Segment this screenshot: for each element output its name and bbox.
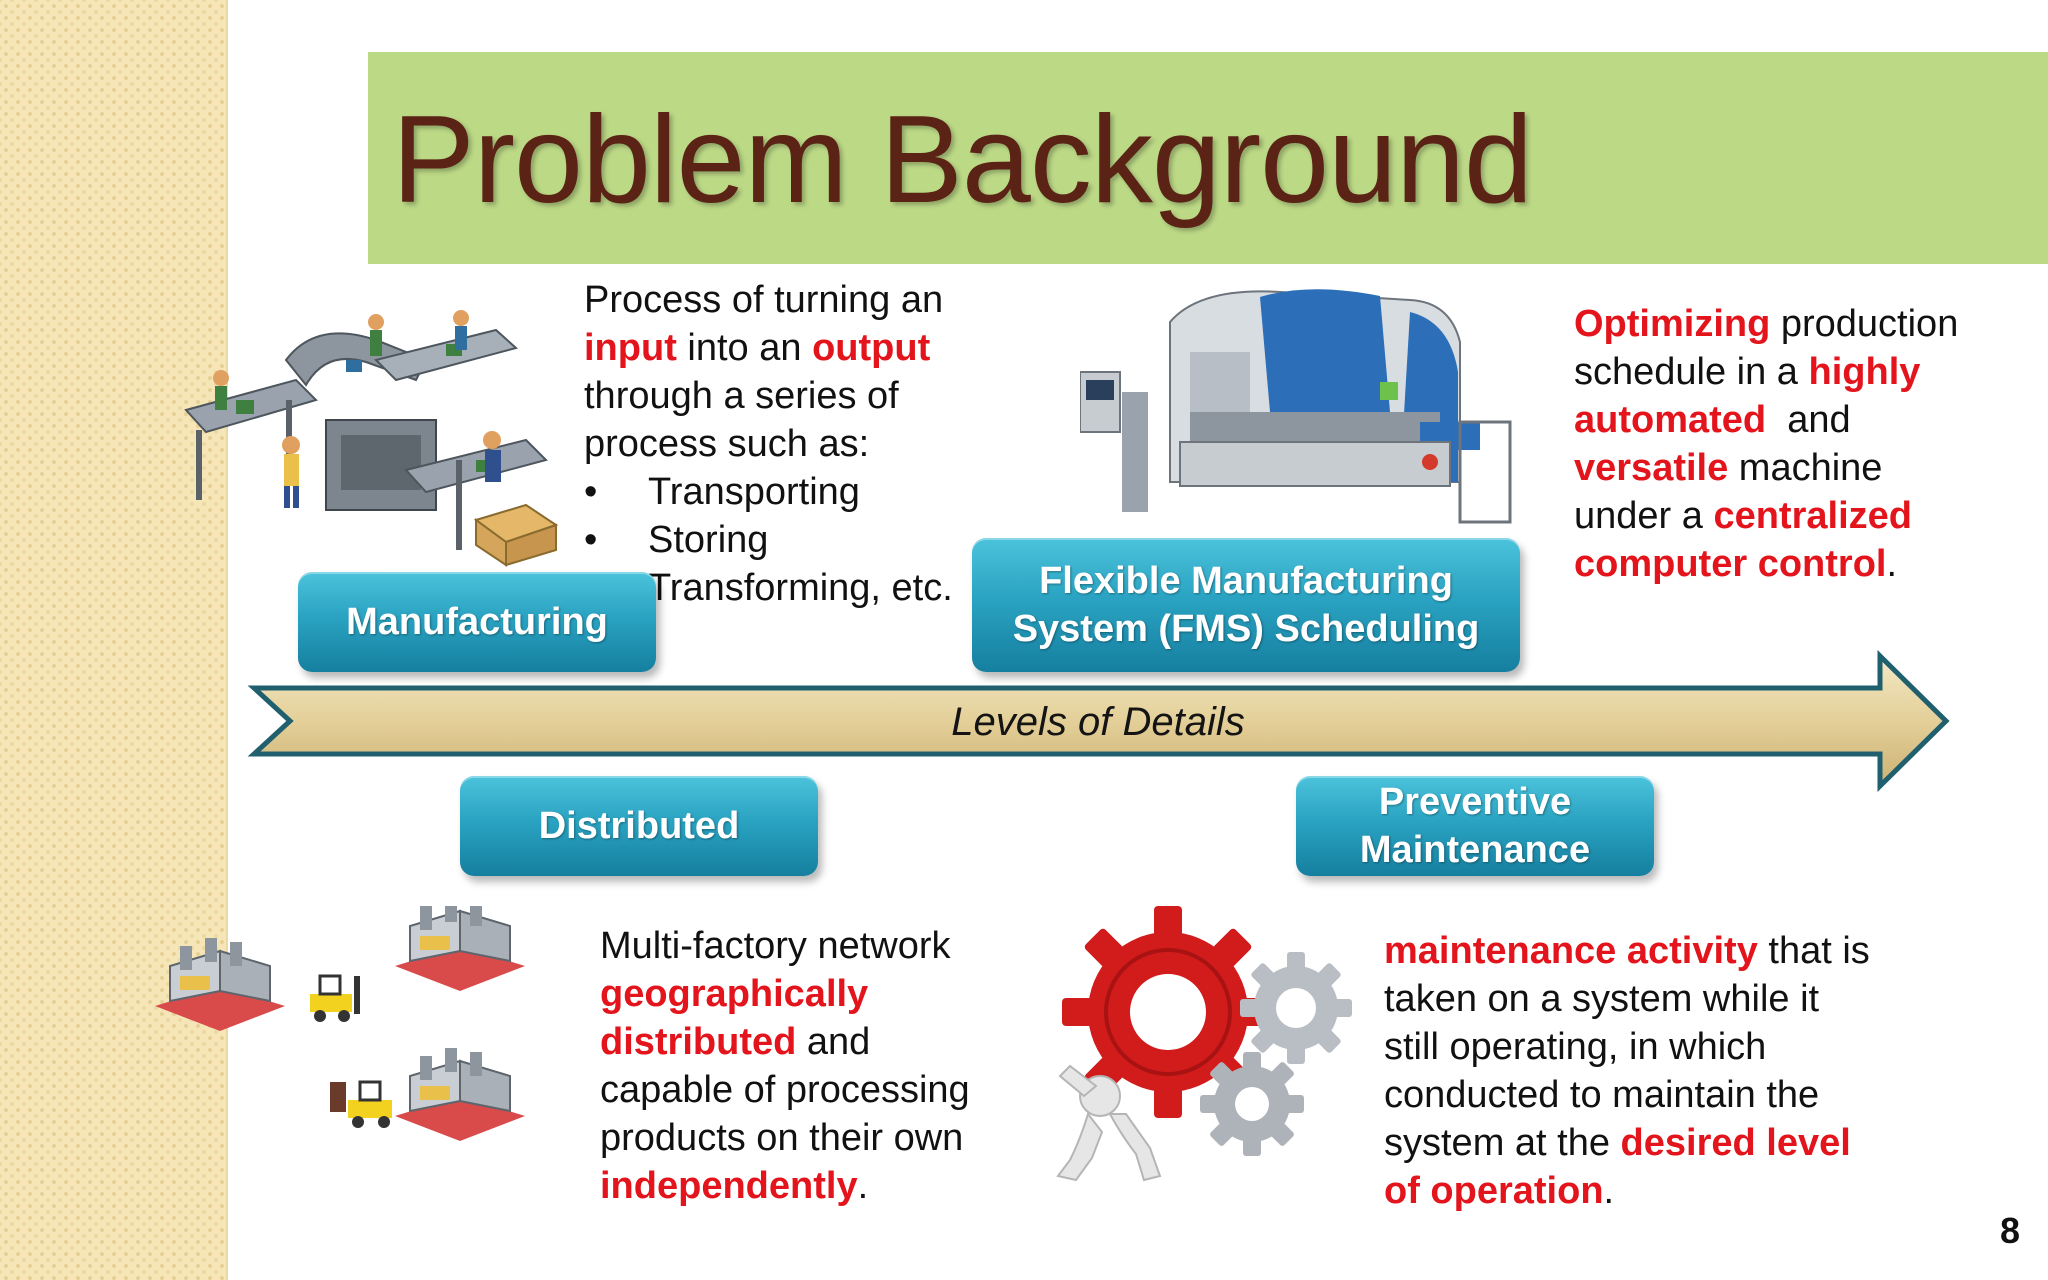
text-span: . — [1603, 1170, 1615, 1212]
text-span: . — [857, 1165, 869, 1207]
highlight-geographically: geographically — [600, 973, 869, 1015]
distributed-text-line: geographically — [600, 970, 1020, 1018]
gears-illustration — [1056, 906, 1352, 1182]
preventive-maintenance-label: Preventive Maintenance — [1296, 776, 1654, 876]
process-item: Storing — [584, 516, 984, 564]
distributed-text-line: capable of processing — [600, 1069, 970, 1111]
text-span: into an — [676, 327, 813, 369]
text-span: and — [796, 1021, 871, 1063]
fms-text-line: schedule in a highly — [1574, 348, 2014, 396]
highlight-computer-control: computer control — [1574, 543, 1887, 585]
page-number: 8 — [1999, 1210, 2020, 1251]
manufacturing-text-line: process such as: — [584, 423, 870, 465]
text-span: . — [1886, 543, 1898, 585]
conveyor-illustration — [184, 310, 559, 567]
manufacturing-label: Manufacturing — [298, 572, 656, 672]
text-span: machine — [1728, 447, 1883, 489]
distributed-description: Multi-factory network geographically dis… — [600, 922, 1020, 1210]
distributed-text-line: distributed and — [600, 1018, 1020, 1066]
manufacturing-text-line: Process of turning an — [584, 279, 944, 321]
highlight-distributed: distributed — [600, 1021, 797, 1063]
fms-text-line: computer control. — [1574, 540, 2014, 588]
manufacturing-label-text: Manufacturing — [346, 601, 608, 643]
title-bar — [368, 52, 2048, 264]
decorative-left-strip — [0, 0, 228, 1280]
text-span: and — [1766, 399, 1851, 441]
fms-label-line1: Flexible Manufacturing — [1039, 560, 1453, 602]
pm-description: maintenance activity that is taken on a … — [1384, 927, 1904, 1215]
factory-network-illustration — [155, 906, 525, 1141]
fms-text-line: automated and — [1574, 396, 2014, 444]
fms-label-line2: System (FMS) Scheduling — [1012, 608, 1480, 650]
highlight-maintenance-activity: maintenance activity — [1384, 930, 1758, 972]
highlight-desired-level: desired level — [1620, 1122, 1851, 1164]
text-span: schedule in a — [1574, 351, 1809, 393]
highlight-versatile: versatile — [1574, 447, 1729, 489]
distributed-text-line: products on their own — [600, 1117, 964, 1159]
highlight-optimizing: Optimizing — [1574, 303, 1771, 345]
process-list: Transporting Storing Transforming, etc. — [584, 468, 984, 612]
manufacturing-text-line: through a series of — [584, 375, 899, 417]
fms-description: Optimizing production schedule in a high… — [1574, 300, 2014, 588]
manufacturing-text-line: input into an output — [584, 324, 984, 372]
highlight-input: input — [584, 327, 677, 369]
pm-text-line: taken on a system while it — [1384, 978, 1820, 1020]
distributed-text-line: independently. — [600, 1162, 1020, 1210]
pm-text-line: of operation. — [1384, 1167, 1904, 1215]
fms-scheduling-label: Flexible Manufacturing System (FMS) Sche… — [972, 538, 1520, 672]
distributed-text-line: Multi-factory network — [600, 925, 951, 967]
pm-text-line: system at the desired level — [1384, 1119, 1904, 1167]
text-span: under a — [1574, 495, 1714, 537]
pm-text-line: conducted to maintain the — [1384, 1074, 1820, 1116]
fms-machine-illustration — [1080, 289, 1512, 524]
arrow-shape — [247, 650, 1950, 792]
pm-label-line1: Preventive — [1378, 781, 1572, 823]
pm-text-line: still operating, in which — [1384, 1026, 1767, 1068]
text-span: that is — [1757, 930, 1870, 972]
pm-label-line2: Maintenance — [1359, 829, 1591, 871]
highlight-centralized: centralized — [1713, 495, 1912, 537]
highlight-highly: highly — [1808, 351, 1921, 393]
page-title: Problem Background — [392, 91, 1533, 229]
arrow-label: Levels of Details — [951, 700, 1245, 744]
distributed-label: Distributed — [460, 776, 818, 876]
manufacturing-description: Process of turning an input into an outp… — [584, 276, 984, 612]
highlight-independently: independently — [600, 1165, 858, 1207]
levels-of-details-arrow: Levels of Details — [246, 650, 1950, 792]
text-span: system at the — [1384, 1122, 1621, 1164]
highlight-automated: automated — [1574, 399, 1767, 441]
fms-text-line: under a centralized — [1574, 492, 2014, 540]
fms-text-line: versatile machine — [1574, 444, 2014, 492]
fms-text-line: Optimizing production — [1574, 300, 2014, 348]
distributed-label-text: Distributed — [538, 805, 740, 847]
text-span: production — [1770, 303, 1959, 345]
highlight-of-operation: of operation — [1384, 1170, 1604, 1212]
highlight-output: output — [812, 327, 931, 369]
process-item: Transporting — [584, 468, 984, 516]
pm-text-line: maintenance activity that is — [1384, 927, 1904, 975]
